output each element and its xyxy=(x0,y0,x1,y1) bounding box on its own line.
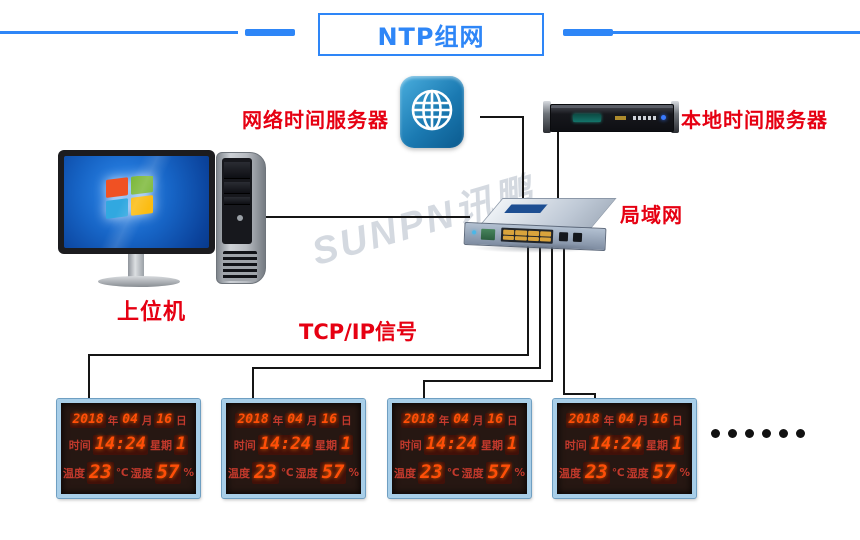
banner-line-right xyxy=(613,31,860,34)
cable-d4-v xyxy=(563,238,565,395)
network-time-server-device xyxy=(400,76,464,148)
server-lcd-display xyxy=(573,114,601,122)
server-rack-ear-left xyxy=(543,101,551,133)
clock-time-row: 时间 14:24 星期 1 xyxy=(68,434,189,455)
switch-label-strip xyxy=(480,228,496,241)
dot xyxy=(796,429,805,438)
monitor-screen xyxy=(64,156,209,248)
cable-server-down xyxy=(557,130,559,210)
dot xyxy=(762,429,771,438)
tcpip-signal-label: TCP/IP信号 xyxy=(299,320,418,344)
cable-d3-h xyxy=(423,380,553,382)
network-time-server-label: 网络时间服务器 xyxy=(242,108,389,132)
server-chassis xyxy=(550,104,674,132)
cable-d1-stub xyxy=(88,354,90,400)
cable-pc-switch xyxy=(262,216,470,218)
clock-env-row: 温度 23℃ 湿度 57% xyxy=(62,461,195,485)
switch-status-led xyxy=(472,230,477,235)
clock-temp: 23 xyxy=(86,461,114,485)
drive-bay xyxy=(224,197,250,205)
dot xyxy=(779,429,788,438)
clock-year: 2018 xyxy=(70,411,106,428)
cable-d3-v xyxy=(551,238,553,382)
cable-d4-stub xyxy=(594,393,596,400)
local-time-server-device xyxy=(543,98,679,138)
server-brand-mark xyxy=(615,116,626,120)
banner-title-box: NTP组网 xyxy=(318,13,544,56)
globe-icon xyxy=(406,82,458,143)
dot xyxy=(728,429,737,438)
tower-vent-grille xyxy=(223,251,257,281)
clock-month: 04 xyxy=(120,411,140,428)
ellipsis-dots xyxy=(711,429,805,438)
drive-bay xyxy=(224,162,250,179)
tower-power-button xyxy=(237,215,243,221)
dot xyxy=(711,429,720,438)
cable-d2-h xyxy=(252,367,541,369)
cable-d2-stub xyxy=(252,367,254,400)
cable-d4-h xyxy=(563,393,596,395)
switch-brand-chip xyxy=(504,204,548,213)
banner-dash-right xyxy=(563,29,613,36)
monitor-stand-neck xyxy=(128,253,144,279)
banner-dash-left xyxy=(245,29,295,36)
clock-day: 16 xyxy=(154,411,175,428)
dot xyxy=(745,429,754,438)
drive-bay xyxy=(224,182,250,194)
server-rack-ear-right xyxy=(671,101,679,133)
clock-time: 14:24 xyxy=(92,434,148,455)
switch-rj45-ports xyxy=(500,227,554,244)
lan-switch-device xyxy=(463,198,632,256)
server-power-led xyxy=(661,115,666,120)
local-time-server-label: 本地时间服务器 xyxy=(681,108,828,132)
cable-globe-horizontal xyxy=(480,116,524,118)
lan-label: 局域网 xyxy=(620,203,683,227)
clock-week: 1 xyxy=(173,434,189,455)
cable-d3-stub xyxy=(423,380,425,400)
monitor xyxy=(58,150,215,254)
cable-d2-v xyxy=(539,238,541,369)
monitor-stand-base xyxy=(98,276,180,287)
host-computer-label: 上位机 xyxy=(117,300,187,325)
pc-tower xyxy=(216,152,266,284)
cable-d1-h xyxy=(88,354,529,356)
clock-humidity: 57 xyxy=(154,461,182,485)
server-front-text xyxy=(633,116,657,120)
windows-logo-icon xyxy=(105,174,155,225)
banner-line-left xyxy=(0,31,238,34)
page-title: NTP组网 xyxy=(377,23,485,51)
switch-uplink-port xyxy=(572,232,583,243)
cable-d1-v xyxy=(527,238,529,356)
switch-uplink-port xyxy=(558,232,569,242)
tower-front-panel xyxy=(222,158,252,244)
cable-globe-down xyxy=(522,116,524,210)
